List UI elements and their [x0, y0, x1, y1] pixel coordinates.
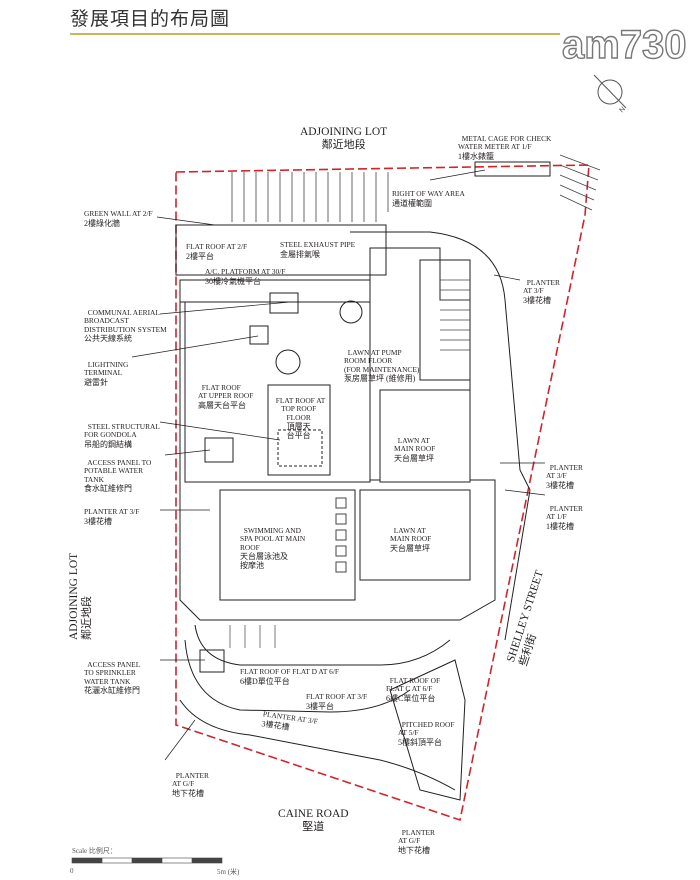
- page-title: 發展項目的布局圖: [70, 9, 231, 30]
- lightning-box: [249, 325, 269, 345]
- right-hatching: [559, 154, 601, 211]
- svg-text:am730: am730: [562, 23, 687, 67]
- aerial-box: [269, 292, 299, 314]
- outer-planter: [350, 231, 531, 641]
- am730-logo: am730: [561, 22, 687, 67]
- flat-roof-d: [194, 624, 451, 666]
- title-underline: [70, 33, 560, 35]
- metal-cage: [474, 161, 551, 177]
- site-boundary: [175, 164, 590, 822]
- flat-roof-3f: [184, 639, 411, 713]
- lawn-main-2: [359, 489, 471, 581]
- dome: [275, 349, 301, 375]
- north-compass-icon: N: [593, 74, 627, 115]
- pitched-roof: [389, 659, 466, 801]
- scale-caption: Scale 比例尺：: [72, 847, 117, 855]
- sprinkler-access: [199, 649, 225, 673]
- potable-access: [204, 437, 234, 463]
- right-of-way-hatching: [231, 172, 389, 222]
- pool-steps: [335, 497, 347, 573]
- planter-3f-curve: [179, 699, 456, 791]
- label-lawn-pump: LAWN AT PUMP ROOM FLOOR (FOR MAINTENANCE…: [344, 347, 420, 384]
- top-roof-floor: [267, 384, 331, 476]
- leader-lines: [131, 169, 546, 761]
- lawn-main-1: [379, 389, 471, 483]
- gondola-box: [277, 429, 323, 467]
- label-communal-aerial: COMMUNAL AERIAL BROADCAST DISTRIBUTION S…: [84, 307, 167, 344]
- pool-area: [219, 489, 356, 601]
- svg-text:N: N: [618, 106, 627, 115]
- aerial-dish: [339, 300, 363, 324]
- flat-roof-2f: [175, 224, 387, 276]
- scale-start: 0: [70, 867, 74, 875]
- scale-end: 5m (米): [217, 868, 240, 876]
- building-outline: [179, 247, 496, 621]
